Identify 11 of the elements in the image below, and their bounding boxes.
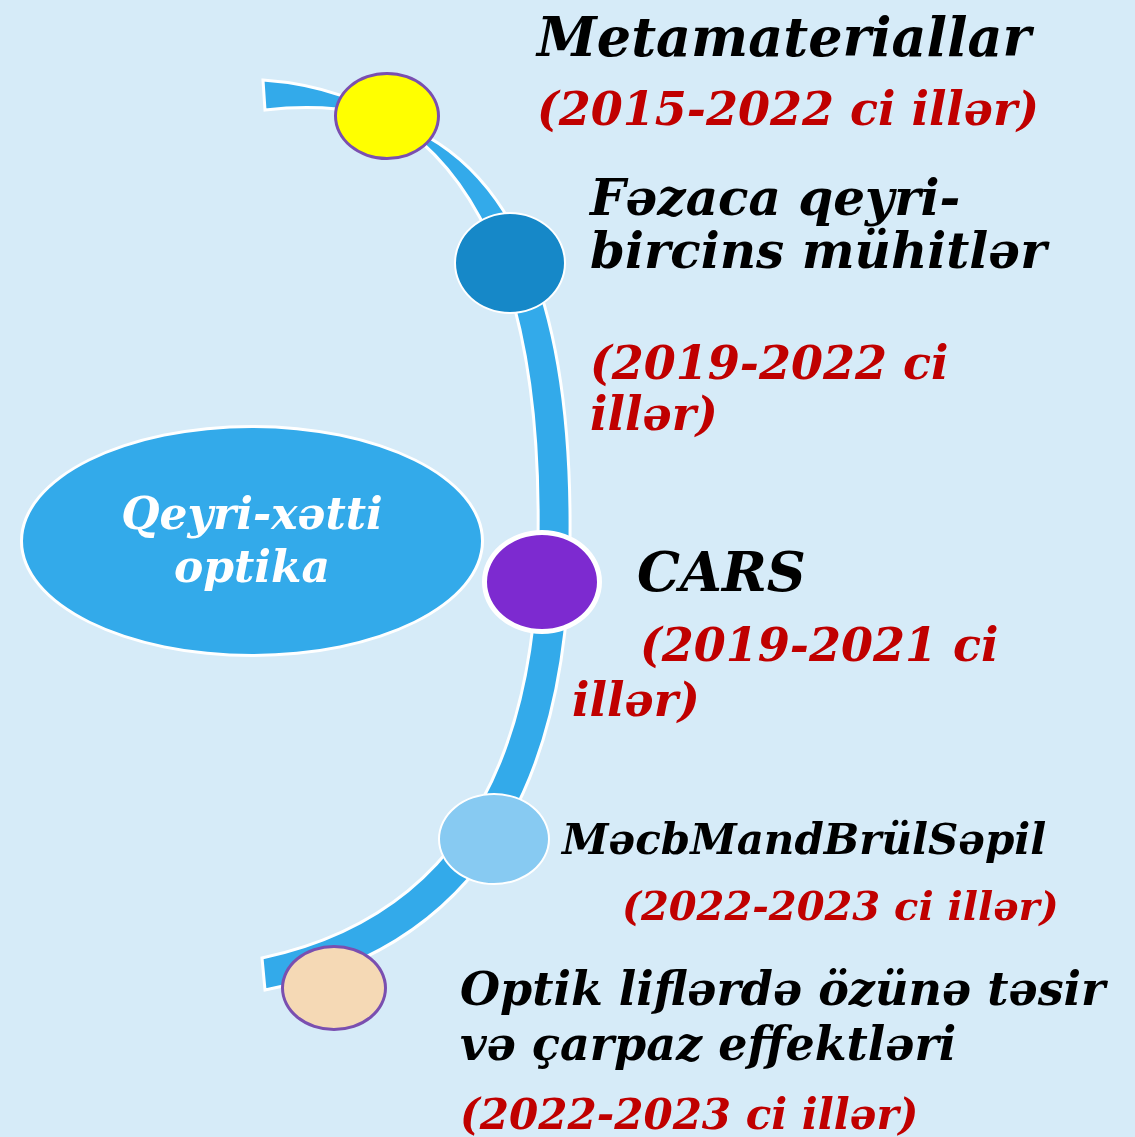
topic-label: MəcbMandBrülSəpil	[562, 815, 1048, 866]
year-range-label: (2022-2023 ci illər)	[622, 882, 1060, 930]
topic-label: CARS	[637, 540, 807, 605]
topic-title: Qeyri-xətti optika	[120, 488, 384, 594]
topic-label: Metamateriallar	[537, 5, 1132, 70]
year-range-label: (2015-2022 ci illər)	[537, 82, 1041, 138]
topic-label: Optik liflərdə özünə təsir və çarpaz effektləri	[460, 962, 1109, 1073]
topic-label: Fəzaca qeyri-bircins mühitlər	[590, 172, 1060, 277]
year-range-label: (2019-2022 ci illər)	[590, 338, 950, 440]
year-range-label: (2019-2021 ci illər)	[572, 618, 1000, 729]
year-range-label: (2022-2023 ci illər)	[460, 1090, 920, 1137]
